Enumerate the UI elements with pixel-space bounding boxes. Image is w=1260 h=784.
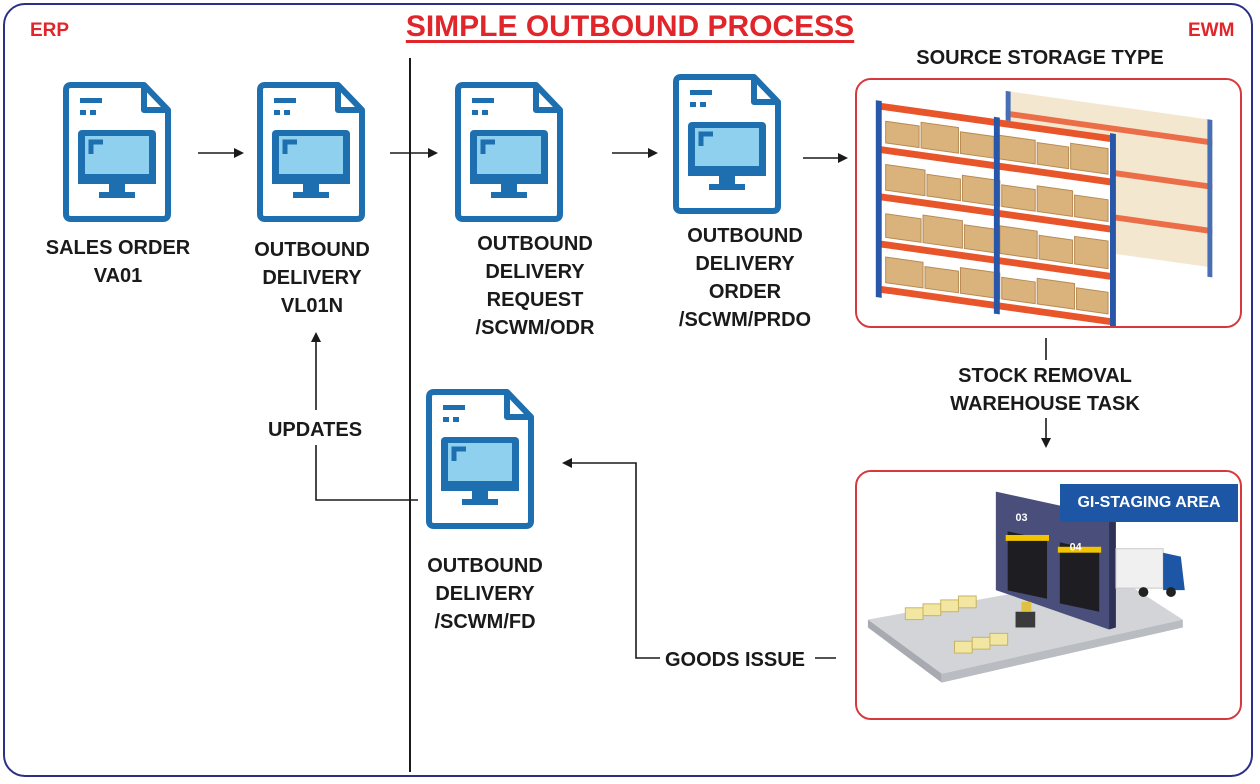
door-03-text: 03 <box>1016 512 1028 524</box>
updates-label: UPDATES <box>267 419 363 441</box>
fd-document-icon <box>425 389 535 529</box>
gi-staging-area-tag: GI-STAGING AREA <box>1060 484 1238 522</box>
source-storage-rack-image <box>855 78 1242 328</box>
source-storage-title: SOURCE STORAGE TYPE <box>916 47 1164 69</box>
erp-ewm-divider <box>409 58 411 772</box>
diagram-frame <box>3 3 1253 777</box>
prdo-document-icon <box>672 74 782 214</box>
door-04-text: 04 <box>1070 542 1082 554</box>
updates-line-lower <box>315 445 418 501</box>
ewm-label: EWM <box>1188 20 1235 41</box>
odr-document-icon <box>454 82 564 222</box>
arrow-goods-issue-to-fd <box>562 458 660 659</box>
goods-issue-label: GOODS ISSUE <box>664 649 806 671</box>
erp-label: ERP <box>30 20 70 41</box>
outbound-delivery-document-icon <box>256 82 366 222</box>
sales-order-document-icon <box>62 82 172 222</box>
diagram-title: SIMPLE OUTBOUND PROCESS <box>405 10 855 43</box>
